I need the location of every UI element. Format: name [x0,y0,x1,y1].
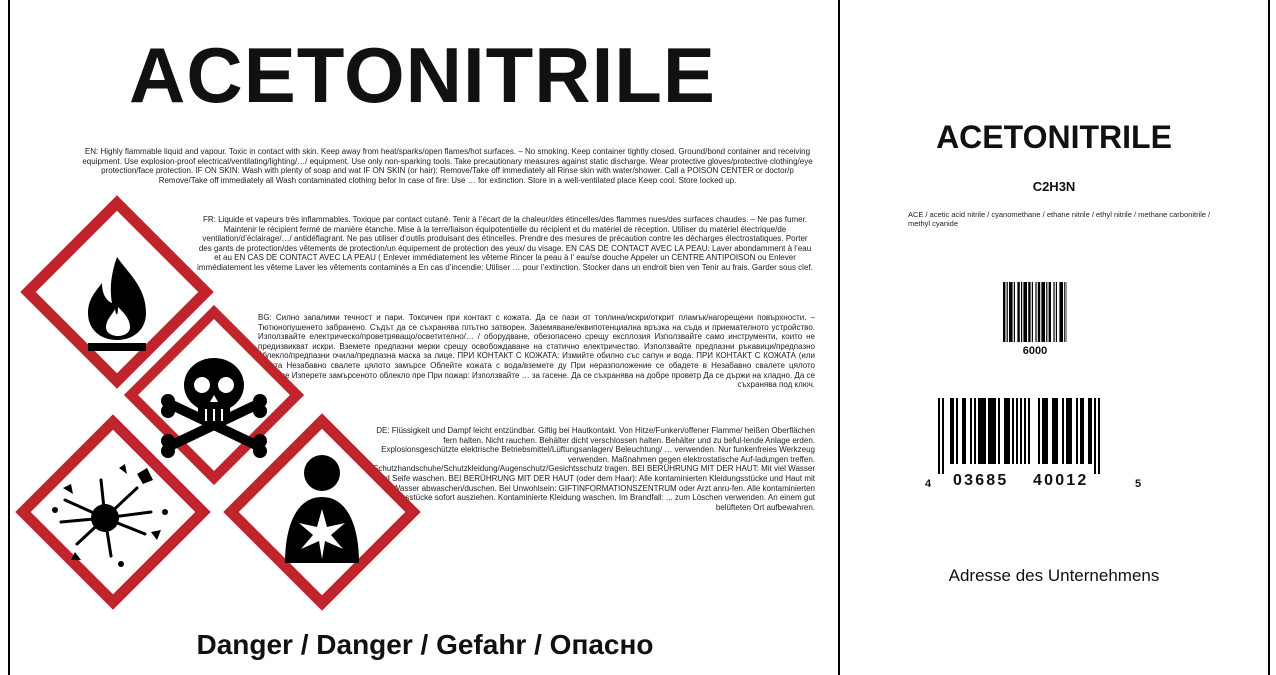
barcode-bar [1004,398,1010,464]
barcode-bar [1037,282,1041,342]
barcode-bar [1038,398,1040,464]
barcode-bar [1088,398,1092,464]
health-hazard-pictogram-icon [223,413,421,611]
barcode-bar [1023,282,1027,342]
barcode-bar [1009,282,1013,342]
barcode-bar [1021,282,1023,342]
barcode-bar [1016,398,1018,464]
barcode-bar [1028,282,1031,342]
ean-last-digit: 5 [1135,478,1142,490]
panel-divider [838,0,840,675]
barcode-bar [1076,398,1078,464]
barcode-bar [1041,282,1045,342]
barcode-bar [1059,282,1063,342]
ean-left-digits: 03685 [953,472,1009,489]
barcode-small [1003,282,1067,342]
barcode-bar [1046,282,1048,342]
barcode-bar [1035,282,1037,342]
hazard-text-bg: BG: Силно запалими течност и пари. Токси… [258,313,815,390]
ean-first-digit: 4 [925,478,932,490]
barcode-bar [978,398,986,464]
barcode-bar [942,398,944,474]
barcode-bar [1017,282,1020,342]
barcode-bar [950,398,954,464]
barcode-bar [1080,398,1084,464]
chemical-formula: C2H3N [1032,179,1076,194]
company-address: Adresse des Unternehmens [948,566,1160,585]
exploding-bomb-pictogram-icon [15,414,211,610]
skull-crossbones-pictogram-icon [124,305,304,485]
barcode-bar [938,398,940,474]
barcode-bar [1020,398,1022,464]
barcode-bar [1053,282,1055,342]
label-border-right [1268,0,1270,675]
barcode-bar [956,398,958,464]
barcode-bar [1064,282,1066,342]
barcode-bar [1048,282,1051,342]
barcode-bar [1094,398,1096,474]
barcode-bar [970,398,972,464]
signal-words: Danger / Danger / Gefahr / Опасно [196,629,654,660]
barcode-bar [1031,282,1033,342]
barcode-bar [1006,282,1008,342]
flame-pictogram-icon [20,195,214,389]
barcode-bar [1066,398,1072,464]
barcode-bar [1012,398,1014,464]
barcode-bar [962,398,966,464]
synonyms-list: ACE / acetic acid nitrile / cyanomethane… [908,210,1211,228]
barcode-bar [1098,398,1100,474]
ean-right-digits: 40012 [1033,472,1089,489]
barcode-bar [1055,282,1057,342]
barcode-bar [1003,282,1006,342]
barcode-bar [974,398,976,464]
barcode-bar [988,398,996,464]
barcode-bar [1024,398,1026,464]
barcode-bar [998,398,1000,464]
barcode-bar [1028,398,1030,464]
hazard-text-en: EN: Highly flammable liquid and vapour. … [82,147,813,185]
barcode-bar [1062,398,1064,464]
panel-product-name: ACETONITRILE [936,119,1172,155]
hazard-text-fr: FR: Liquide et vapeurs très inflammables… [197,215,813,272]
barcode-bar [1042,398,1048,464]
barcode-bar [1052,398,1058,464]
barcode-bar [1013,282,1015,342]
product-name-title: ACETONITRILE [129,31,716,119]
label-border-left [8,0,10,675]
ean-barcode [938,398,1100,474]
hazard-text-de: DE: Flüssigkeit und Dampf leicht entzünd… [373,426,815,512]
barcode-small-number: 6000 [1022,345,1048,357]
